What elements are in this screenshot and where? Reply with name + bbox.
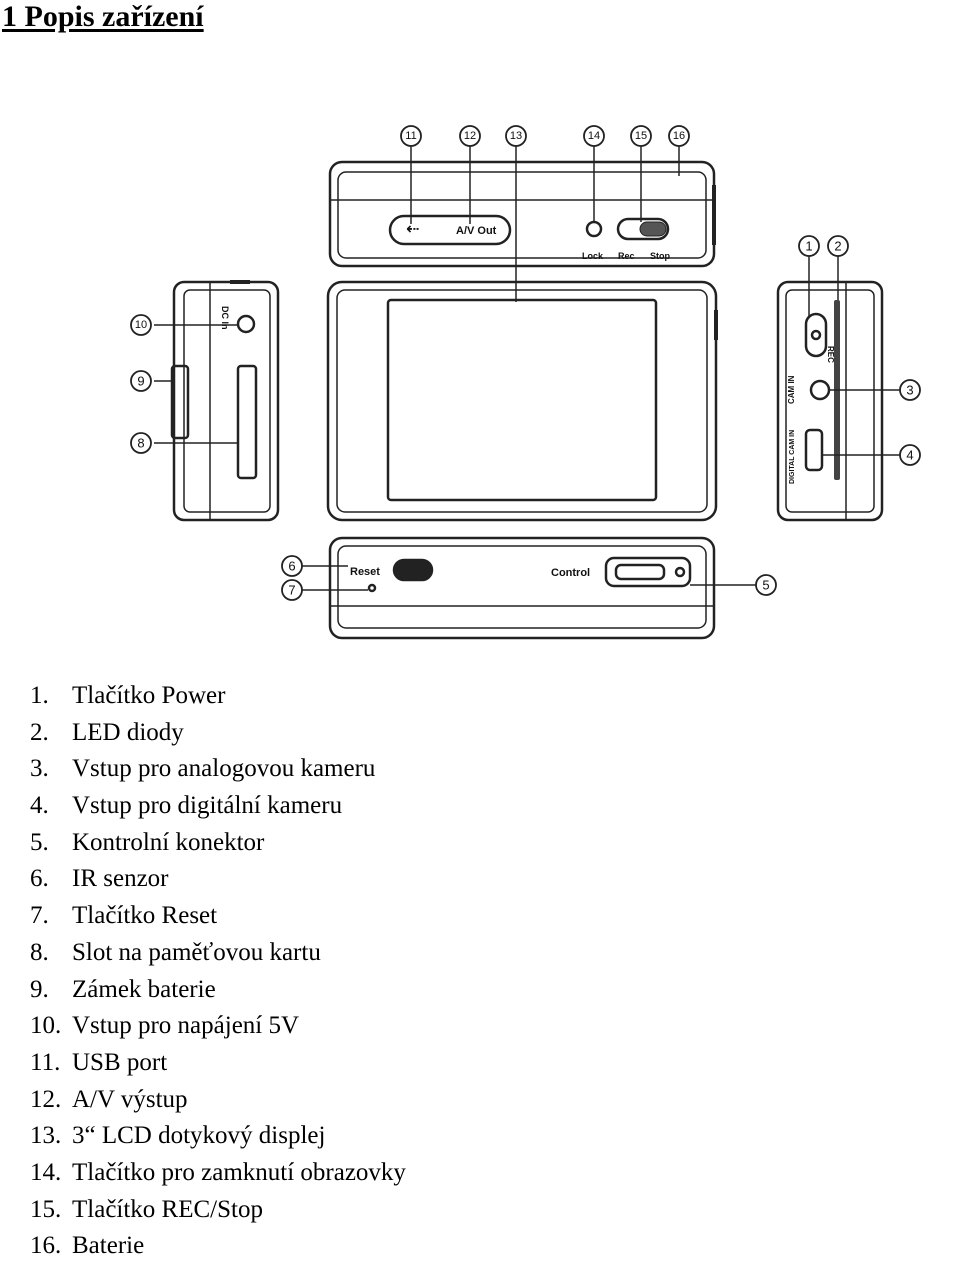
lock-label: Lock <box>582 251 604 261</box>
legend-item: 8.Slot na paměťovou kartu <box>30 938 321 966</box>
memory-card-slot <box>236 364 258 480</box>
legend-item: 5.Kontrolní konektor <box>30 828 265 856</box>
usb-av-port <box>388 214 512 246</box>
ir-sensor <box>392 558 434 582</box>
device-top-view <box>328 160 716 268</box>
callout-16: 16 <box>673 130 685 142</box>
legend-item: 4.Vstup pro digitální kameru <box>30 792 343 820</box>
device-front-view <box>326 280 718 522</box>
av-out-label: A/V Out <box>456 225 497 237</box>
callout-14: 14 <box>588 130 600 142</box>
lock-button-icon <box>585 220 603 238</box>
cam-in-port <box>809 379 831 401</box>
legend-item: 15.Tlačítko REC/Stop <box>30 1195 263 1223</box>
rec-label: Rec <box>618 251 635 261</box>
legend-item: 3.Vstup pro analogovou kameru <box>30 755 376 783</box>
legend-item: 12.A/V výstup <box>30 1085 188 1113</box>
legend-item: 16.Baterie <box>30 1232 145 1260</box>
page-heading: 1 Popis zařízení <box>2 0 204 33</box>
device-left-side-view <box>170 280 280 522</box>
control-label: Control <box>551 567 590 579</box>
callout-9: 9 <box>137 374 144 389</box>
legend-item: 6.IR senzor <box>30 865 169 893</box>
rec-stop-slider <box>616 217 670 241</box>
legend-item: 10.Vstup pro napájení 5V <box>30 1012 300 1040</box>
callout-8: 8 <box>137 436 144 451</box>
legend-item: 2.LED diody <box>30 718 184 746</box>
dc-in-port <box>236 314 256 334</box>
callout-5: 5 <box>762 578 769 593</box>
parts-legend: 1.Tlačítko Power 2.LED diody 3.Vstup pro… <box>30 678 406 1265</box>
stop-label: Stop <box>650 251 670 261</box>
callout-4: 4 <box>906 448 913 463</box>
callout-13: 13 <box>510 130 522 142</box>
battery-lock <box>170 364 190 440</box>
rec-vertical-label: REC <box>826 346 835 363</box>
lcd-display <box>386 298 658 502</box>
callout-6: 6 <box>288 559 295 574</box>
callout-leader-lines <box>154 146 900 591</box>
digital-cam-in-port <box>804 428 824 472</box>
device-diagram: 1 2 3 4 5 6 7 8 9 10 11 12 13 14 15 16 ⇠… <box>130 125 921 640</box>
power-button <box>804 312 828 358</box>
callout-10: 10 <box>135 319 147 331</box>
digital-cam-in-label: DIGITAL CAM IN <box>789 430 796 484</box>
control-connector <box>604 556 692 588</box>
usb-icon: ⇠ <box>406 221 419 238</box>
callout-15: 15 <box>635 130 647 142</box>
callout-circles <box>130 125 921 601</box>
legend-item: 11.USB port <box>30 1048 168 1076</box>
legend-item: 13.3“ LCD dotykový displej <box>30 1122 326 1150</box>
cam-in-label: CAM IN <box>787 375 796 404</box>
reset-hole <box>367 583 377 593</box>
legend-item: 14.Tlačítko pro zamknutí obrazovky <box>30 1158 406 1186</box>
callout-1: 1 <box>805 239 812 254</box>
callout-11: 11 <box>405 130 416 142</box>
reset-label: Reset <box>350 566 380 578</box>
legend-item: 1.Tlačítko Power <box>30 682 226 709</box>
callout-2: 2 <box>834 239 841 254</box>
callout-3: 3 <box>906 383 913 398</box>
legend-item: 7.Tlačítko Reset <box>30 902 218 930</box>
callout-12: 12 <box>464 130 476 142</box>
legend-item: 9.Zámek baterie <box>30 975 216 1003</box>
callout-7: 7 <box>288 583 295 598</box>
dc-in-label: DC In <box>220 306 230 330</box>
device-bottom-view <box>328 536 716 640</box>
